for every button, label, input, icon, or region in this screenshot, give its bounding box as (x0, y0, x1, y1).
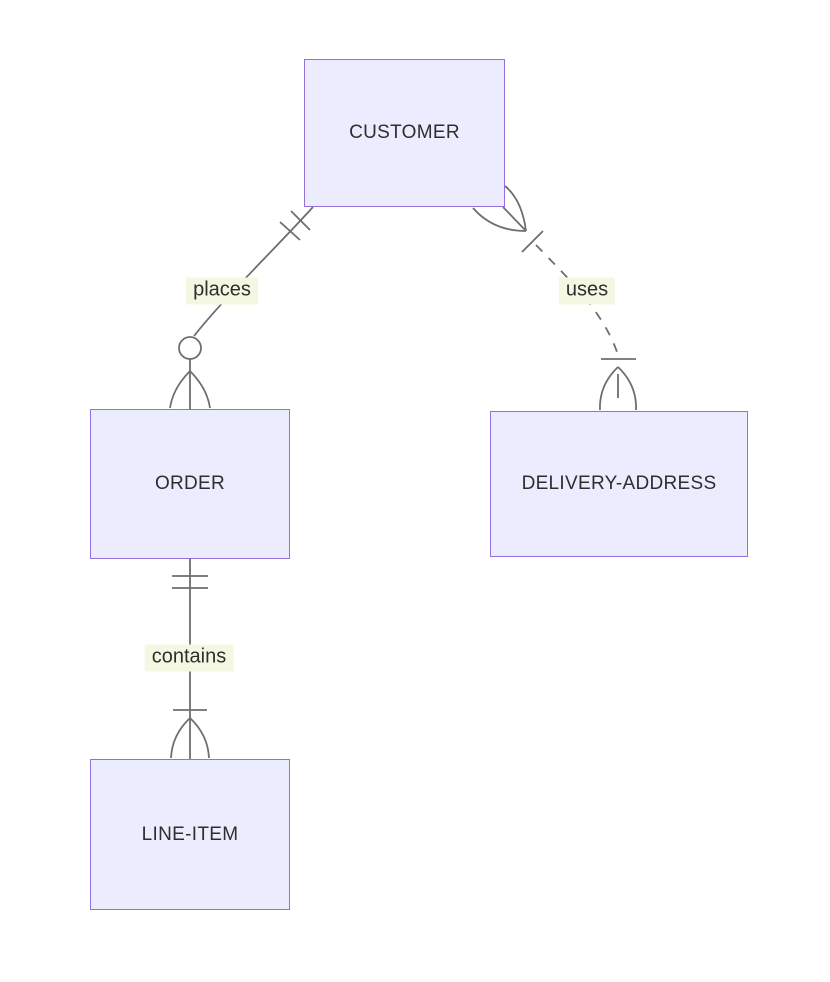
cardinality-one-or-more-marker-customer (472, 185, 544, 253)
cardinality-one-or-more-marker-line-item (170, 709, 210, 759)
relationship-label-uses: uses (558, 277, 616, 305)
relationship-label-places: places (186, 277, 258, 305)
cardinality-exactly-one-marker-order (172, 575, 208, 589)
cardinality-zero-or-more-marker-order (169, 336, 211, 409)
entity-delivery-address-label: DELIVERY-ADDRESS (521, 473, 717, 494)
cardinality-one-or-more-marker-delivery-address (599, 358, 637, 411)
entity-order: ORDER (90, 409, 290, 559)
entity-customer: CUSTOMER (304, 59, 505, 207)
entity-customer-label: CUSTOMER (349, 122, 460, 143)
edge-uses (472, 185, 637, 411)
edge-places-line (193, 206, 314, 337)
relationship-label-contains: contains (144, 644, 234, 672)
entity-line-item-label: LINE-ITEM (141, 823, 239, 845)
edge-places (169, 206, 314, 409)
entity-line-item: LINE-ITEM (90, 759, 290, 910)
cardinality-exactly-one-marker-customer (279, 210, 311, 241)
entity-delivery-address: DELIVERY-ADDRESS (490, 411, 748, 557)
entity-order-label: ORDER (154, 473, 226, 494)
